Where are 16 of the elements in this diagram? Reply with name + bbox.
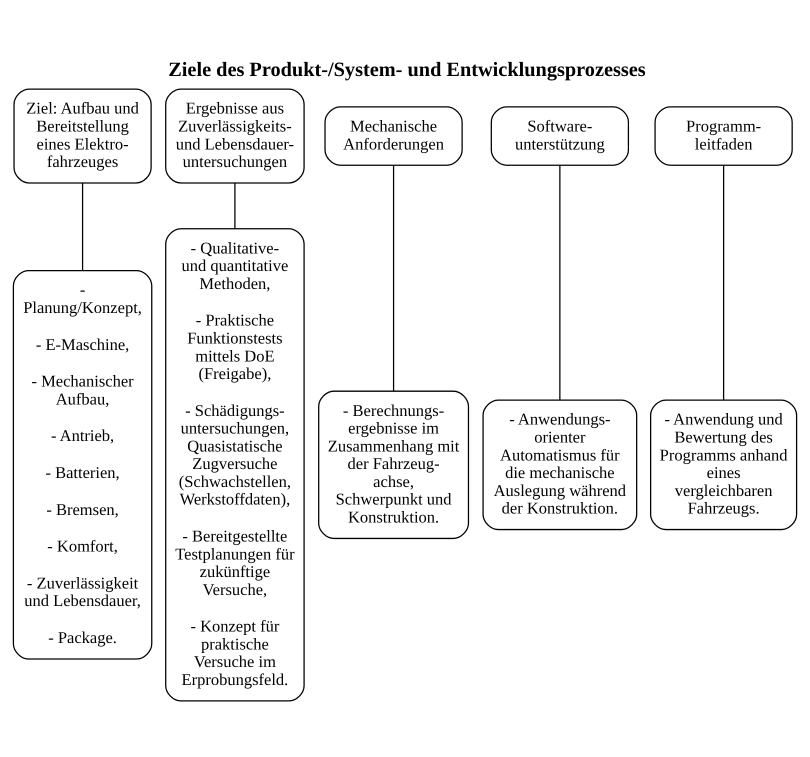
node-box: Programm- leitfaden [654,106,793,166]
node-box: - Berechnungs- ergebnisse im Zusammenhang mit der Fahrzeug- achse, Schwerpunkt und Konstruktion. [318,390,470,540]
node-box: - Anwendung und Bewertung des Programms anhand eines vergleichbaren Fahrzeugs. [650,399,798,530]
node-box: Software- unterstützung [490,106,630,166]
connector [559,166,560,400]
node-box: - Anwendungs- orienter Automatismus für die mechanische Auslegung während der Konstruktion. [482,399,638,530]
node-box: Ergebnisse aus Zuverlässigkeits- und Lebensdauer- untersuchungen [165,88,305,184]
node-box: - Qualitative- und quantitative Methoden, - Praktische Funktionstests mittels DoE (Freigabe), - Schädigungs- untersuchungen, Quasistatische Zugversuche (Schwachstellen, Werkstoffdaten), - Bereitgestellte Testplanungen für zukünftige Versuche, - Konzept für praktische Versuche im Erprobungsfeld. [165,228,305,702]
connector [392,166,394,391]
connector [234,183,236,228]
node-box: - Planung/Konzept, - E-Maschine, - Mechanischer Aufbau, - Antrieb, - Batterien, - Bremsen, - Komfort, - Zuverlässigkeit und Lebensdauer, - Package. [12,270,152,660]
diagram-title: Ziele des Produkt-/System- und Entwicklungsprozesses [168,59,646,82]
connector [722,166,724,400]
node-box: Ziel: Aufbau und Bereitstellung eines Elektro- fahrzeuges [13,88,152,184]
connector [82,183,84,270]
node-box: Mechanische Anforderungen [324,106,463,166]
